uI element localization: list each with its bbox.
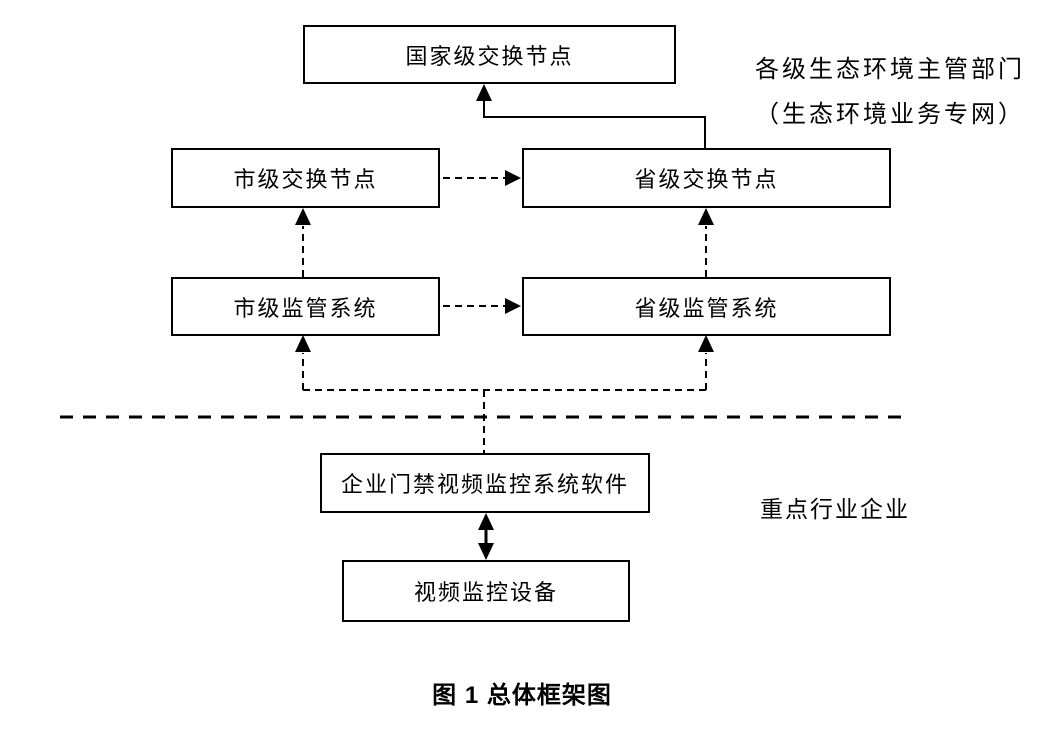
- node-city-exchange: 市级交换节点: [171, 148, 440, 208]
- arrowhead-up-icon: [698, 208, 714, 225]
- node-city-supervision-system: 市级监管系统: [171, 277, 440, 336]
- arrowhead-up-icon: [295, 208, 311, 225]
- node-city-exchange-label: 市级交换节点: [233, 167, 378, 192]
- node-enterprise-access-video-software: 企业门禁视频监控系统软件: [320, 453, 650, 513]
- node-provincial-supervision-system: 省级监管系统: [522, 277, 891, 336]
- arrowhead-right-icon: [505, 298, 521, 314]
- connector-provincial-supervision-to-provincial-exchange: [698, 208, 714, 277]
- arrowhead-down-icon: [478, 543, 494, 560]
- arrowhead-up-icon: [476, 84, 492, 101]
- connector-software-equipment-bidirectional: [478, 513, 494, 560]
- connector-city-exchange-to-provincial-exchange: [443, 170, 521, 186]
- connector-provincial-to-national: [476, 84, 706, 148]
- arrowhead-up-icon: [295, 335, 311, 352]
- figure-caption: 图 1 总体框架图: [432, 682, 612, 709]
- node-video-monitoring-equipment: 视频监控设备: [342, 560, 630, 622]
- node-video-monitoring-equipment-label: 视频监控设备: [413, 580, 558, 605]
- node-provincial-exchange: 省级交换节点: [522, 148, 891, 208]
- node-enterprise-access-video-software-label: 企业门禁视频监控系统软件: [340, 472, 629, 497]
- node-provincial-exchange-label: 省级交换节点: [634, 167, 779, 192]
- arrowhead-up-icon: [698, 335, 714, 352]
- arrowhead-up-icon: [478, 513, 494, 530]
- node-provincial-supervision-system-label: 省级监管系统: [634, 295, 779, 321]
- label-key-industry-enterprise-zone: 重点行业企业: [760, 497, 910, 522]
- label-government-network-zone-line1: 各级生态环境主管部门: [755, 57, 1025, 83]
- connector-city-supervision-to-city-exchange: [295, 208, 311, 277]
- arrowhead-right-icon: [505, 170, 521, 186]
- label-government-network-zone-line2: （生态环境业务专网）: [755, 102, 1025, 128]
- connector-enterprise-to-supervision-systems: [295, 335, 714, 453]
- node-national-exchange: 国家级交换节点: [303, 25, 676, 84]
- connector-city-supervision-to-provincial-supervision: [443, 298, 521, 314]
- node-city-supervision-system-label: 市级监管系统: [233, 295, 378, 321]
- node-national-exchange-label: 国家级交换节点: [405, 43, 574, 69]
- label-government-network-zone: 各级生态环境主管部门 （生态环境业务专网）: [740, 48, 1040, 138]
